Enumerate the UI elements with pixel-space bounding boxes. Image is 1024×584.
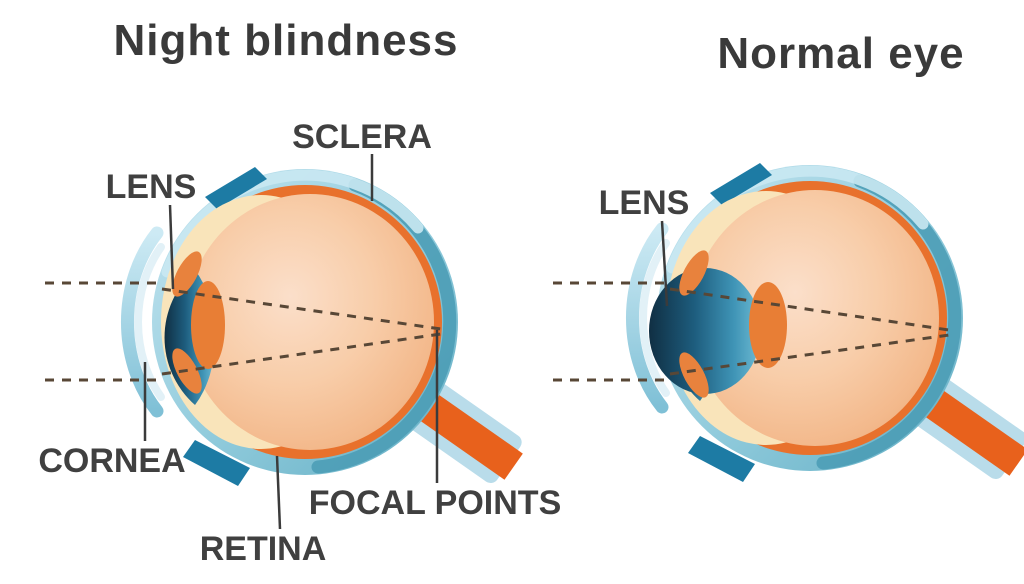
focal-points-label: FOCAL POINTS [308, 484, 562, 522]
leader-lines [143, 154, 669, 530]
light-rays-normal-eye [553, 281, 950, 382]
light-ray-top-refracted [669, 287, 950, 332]
normal-eye-title: Normal eye [717, 29, 965, 78]
sclera-label: SCLERA [292, 118, 432, 156]
night-blindness-title: Night blindness [113, 16, 459, 65]
retina-leader-line [275, 455, 282, 530]
light-rays-night-blindness [45, 281, 442, 382]
lens-label-left: LENS [105, 168, 197, 206]
lens-leader-line-left [168, 204, 175, 290]
light-ray-top-refracted [161, 287, 442, 331]
light-ray-bottom-refracted [669, 333, 950, 376]
light-ray-bottom-refracted [161, 332, 442, 376]
lens-leader-line-right [660, 220, 669, 307]
normal-eye-illustration [632, 163, 1024, 486]
cornea-label: CORNEA [38, 442, 186, 480]
night-blindness-eye-illustration [127, 167, 529, 490]
retina-label: RETINA [199, 530, 327, 568]
lens-label-right: LENS [598, 184, 690, 222]
